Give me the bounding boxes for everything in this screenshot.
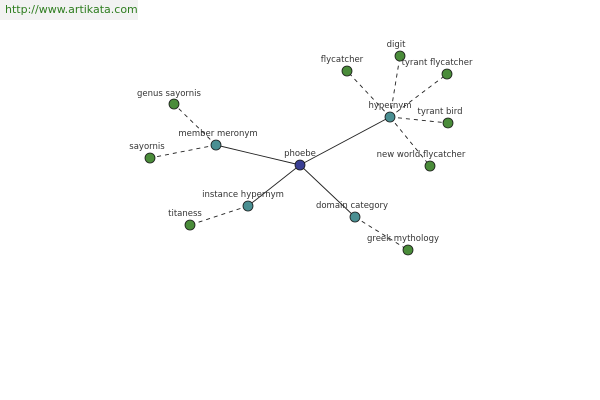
label-relation-domain-category: domain category <box>316 201 388 211</box>
node-relation-member-meronym[interactable] <box>210 139 222 151</box>
label-greek-mythology: greek mythology <box>367 234 439 244</box>
node-relation-hypernym[interactable] <box>384 111 396 123</box>
label-tyrant-flycatcher: tyrant flycatcher <box>402 58 473 68</box>
edge-hypernym-tyrant-bird <box>389 116 449 124</box>
edge-member-meronym-genus-sayornis <box>173 103 217 146</box>
node-titaness[interactable] <box>184 219 196 231</box>
label-relation-member-meronym: member meronym <box>178 129 257 139</box>
label-genus-sayornis: genus sayornis <box>137 89 201 99</box>
label-tyrant-bird: tyrant bird <box>418 107 463 117</box>
label-digit: digit <box>387 40 407 50</box>
node-new-world-flycatcher[interactable] <box>424 160 436 172</box>
edge-center-hypernym <box>299 116 391 166</box>
edge-member-meronym-sayornis <box>149 144 217 159</box>
node-tyrant-bird[interactable] <box>442 117 454 129</box>
url-banner: http://www.artikata.com <box>0 0 138 20</box>
node-relation-instance-hypernym[interactable] <box>242 200 254 212</box>
site-url-link[interactable]: http://www.artikata.com <box>5 3 138 16</box>
label-relation-hypernym: hypernym <box>368 101 411 111</box>
label-sayornis: sayornis <box>129 142 165 152</box>
node-relation-domain-category[interactable] <box>349 211 361 223</box>
label-relation-instance-hypernym: instance hypernym <box>202 190 284 200</box>
edge-domain-category-greek-mythology <box>354 216 409 251</box>
edge-center-instance-hypernym <box>247 164 301 207</box>
node-greek-mythology[interactable] <box>402 244 414 256</box>
edge-center-domain-category <box>299 164 356 218</box>
edge-center-member-meronym <box>215 144 301 166</box>
node-center-phoebe[interactable] <box>294 159 306 171</box>
label-titaness: titaness <box>168 209 202 219</box>
node-flycatcher[interactable] <box>341 65 353 77</box>
edge-hypernym-new-world-flycatcher <box>389 116 431 167</box>
label-new-world-flycatcher: new world flycatcher <box>377 150 466 160</box>
edge-hypernym-tyrant-flycatcher <box>389 73 448 118</box>
node-tyrant-flycatcher[interactable] <box>441 68 453 80</box>
node-sayornis[interactable] <box>144 152 156 164</box>
label-center-phoebe: phoebe <box>284 149 316 159</box>
label-flycatcher: flycatcher <box>321 55 364 65</box>
node-genus-sayornis[interactable] <box>168 98 180 110</box>
edge-hypernym-flycatcher <box>346 70 391 118</box>
edge-hypernym-digit <box>389 55 401 118</box>
node-digit[interactable] <box>394 50 406 62</box>
edge-instance-hypernym-titaness <box>189 205 249 226</box>
